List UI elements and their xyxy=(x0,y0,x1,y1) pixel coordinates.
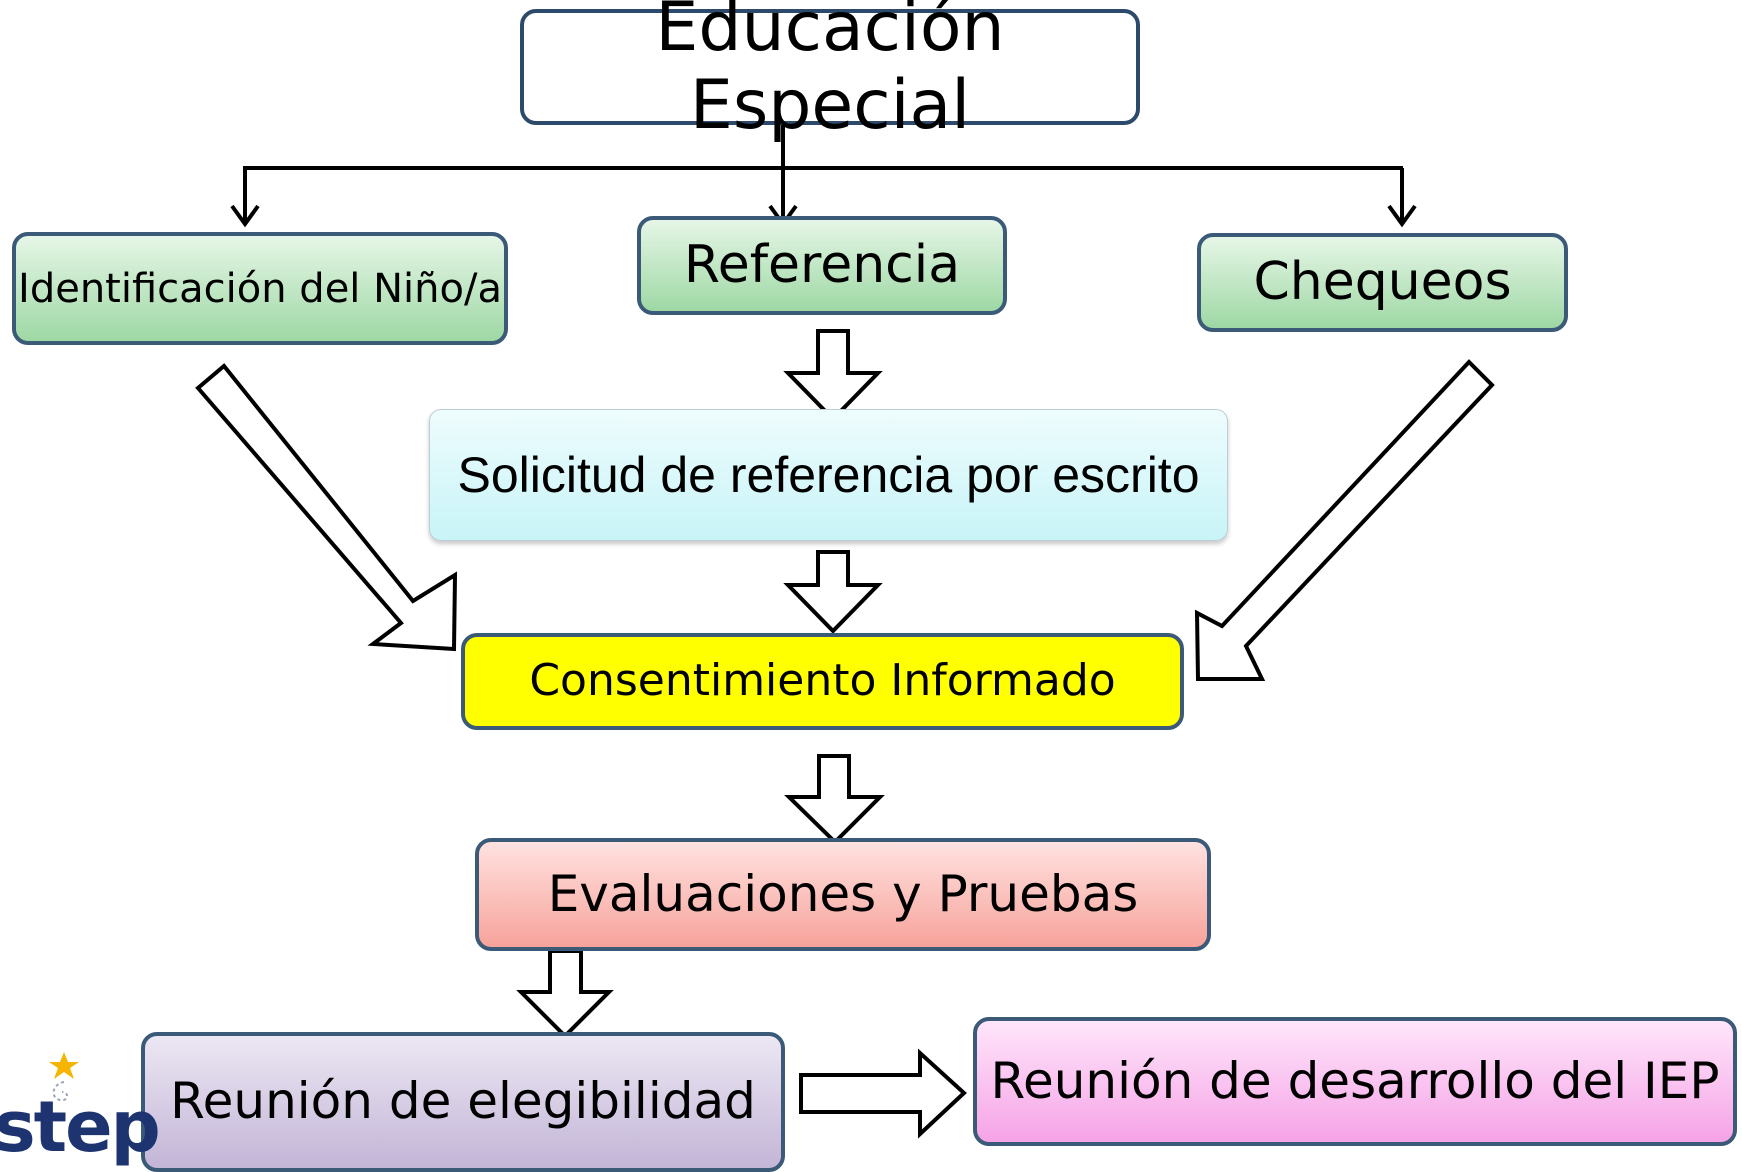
node-identificacion: Identificación del Niño/a xyxy=(12,232,508,345)
node-evaluaciones: Evaluaciones y Pruebas xyxy=(475,838,1211,951)
arrow-solicitud-to-consentimiento xyxy=(783,550,883,634)
logo-wordmark: step xyxy=(0,1086,161,1168)
node-consentimiento-label: Consentimiento Informado xyxy=(529,655,1116,707)
arrow-chequeos-to-consentimiento xyxy=(1194,359,1495,681)
node-solicitud-label: Solicitud de referencia por escrito xyxy=(457,446,1200,503)
node-consentimiento: Consentimiento Informado xyxy=(461,633,1184,730)
node-chequeos-label: Chequeos xyxy=(1253,251,1512,312)
step-logo xyxy=(49,1052,79,1102)
swirl-icon xyxy=(52,1081,68,1102)
node-solicitud: Solicitud de referencia por escrito xyxy=(429,409,1228,541)
title-label: Educación Especial xyxy=(655,0,1005,145)
node-reunion-elegibilidad: Reunión de elegibilidad xyxy=(141,1032,785,1172)
title-box-educacion-especial: Educación Especial xyxy=(520,0,1140,145)
arrow-referencia-to-solicitud xyxy=(783,329,883,422)
node-reunion-iep-label: Reunión de desarrollo del IEP xyxy=(990,1051,1720,1110)
title-branch-connector xyxy=(230,125,1417,228)
arrow-identificacion-to-consentimiento xyxy=(195,363,458,652)
node-chequeos: Chequeos xyxy=(1197,233,1568,332)
arrow-consentimiento-to-evaluaciones xyxy=(784,754,885,845)
node-referencia-label: Referencia xyxy=(683,234,961,295)
node-evaluaciones-label: Evaluaciones y Pruebas xyxy=(547,864,1139,923)
node-identificacion-label: Identificación del Niño/a xyxy=(18,265,502,312)
arrow-evaluaciones-to-reunion xyxy=(516,949,614,1039)
node-reunion-elegibilidad-label: Reunión de elegibilidad xyxy=(170,1072,756,1131)
star-icon xyxy=(49,1052,79,1079)
node-reunion-iep: Reunión de desarrollo del IEP xyxy=(973,1017,1737,1146)
arrow-reunion-to-iep xyxy=(799,1048,967,1139)
node-referencia: Referencia xyxy=(637,216,1007,315)
